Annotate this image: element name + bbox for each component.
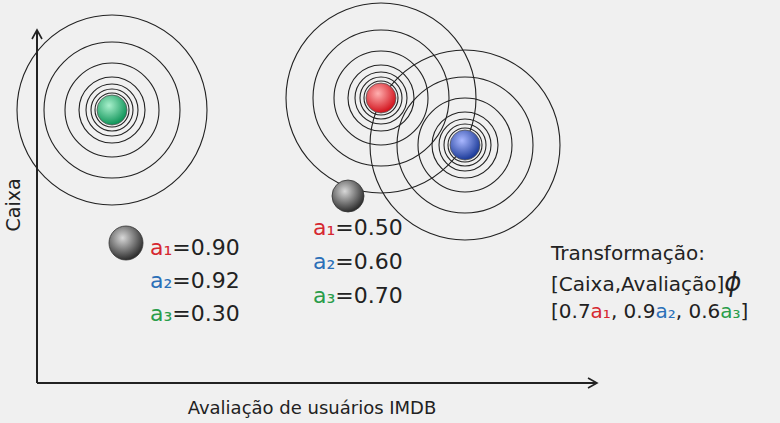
text-run: [Caixa,Avaliação] [551,272,724,296]
contour-ring [17,15,207,205]
text-run: =0.60 [335,249,402,274]
axis-title: Caixa [3,178,25,231]
axis-title: Avaliação de usuários IMDB [188,398,437,419]
text-run: a₂ [313,249,335,274]
text-run: =0.50 [335,215,402,240]
contour-ring [364,81,398,115]
text-run: Caixa [2,178,24,231]
contour-ring [348,65,414,131]
y-axis [36,30,38,383]
transformation-note: [Caixa,Avaliação]ϕ [551,268,741,298]
contour-ring [44,42,180,178]
class-centre [97,95,127,125]
text-run: a₃ [313,283,335,308]
sample-point [332,180,364,212]
contour-ring [418,98,512,192]
contour-ring [95,93,129,127]
class-centre [450,130,480,160]
text-run: ] [741,299,749,323]
contour-ring [355,72,407,124]
coefficient-label: a₂=0.60 [313,249,403,274]
text-run: a₂ [150,268,172,293]
contour-rings [17,15,207,205]
contour-ring [65,63,159,157]
transformation-note: [0.7a₁, 0.9a₂, 0.6a₃] [551,300,748,323]
text-run: =0.90 [172,235,239,260]
contour-ring [432,112,498,178]
text-run: a₁ [313,215,335,240]
coefficient-label: a₃=0.70 [313,283,403,308]
text-run: [0.7 [551,299,591,323]
text-run: a₁ [591,299,611,323]
text-run: , 0.9 [611,299,656,323]
contour-ring [79,77,145,143]
text-run: =0.30 [172,301,239,326]
contour-rings [370,50,560,240]
coefficient-label: a₃=0.30 [150,301,240,326]
text-run: a₂ [655,299,675,323]
text-run: a₁ [150,235,172,260]
text-run: ϕ [724,267,741,297]
contour-ring [370,50,560,240]
text-run: a₃ [720,299,740,323]
contour-ring [397,77,533,213]
contour-ring [360,77,402,119]
contour-ring [91,89,133,131]
transformation-note: Transformação: [551,242,705,265]
coefficient-label: a₁=0.50 [313,215,403,240]
text-run: Transformação: [551,241,705,265]
text-run: =0.70 [335,283,402,308]
contour-ring [444,124,486,166]
class-centre [366,83,396,113]
text-run: =0.92 [172,268,239,293]
text-run: a₃ [150,301,172,326]
contour-ring [86,84,138,136]
coefficient-label: a₁=0.90 [150,235,240,260]
coefficient-label: a₂=0.92 [150,268,240,293]
contour-ring [313,30,449,166]
text-run: , 0.6 [676,299,721,323]
sample-point [109,226,143,260]
x-axis [37,382,597,384]
text-run: Avaliação de usuários IMDB [188,397,437,418]
contour-ring [439,119,491,171]
contour-ring [448,128,482,162]
